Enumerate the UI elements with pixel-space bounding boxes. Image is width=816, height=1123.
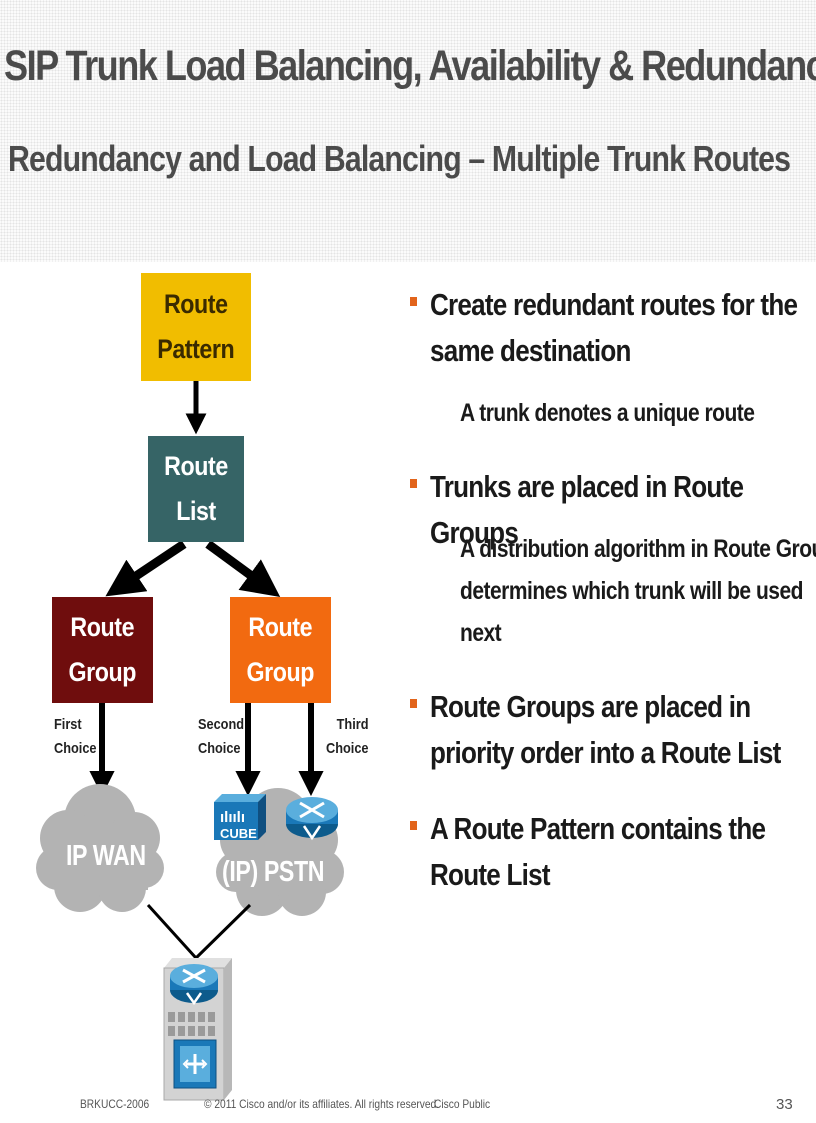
pstn-label: (IP) PSTN [222,856,325,888]
pstn-gateway-router-icon [286,797,338,841]
slide-subtitle: Redundancy and Load Balancing – Multiple… [8,138,791,179]
arrow-list-to-group-2 [205,540,281,597]
route-group-2-line-2: Group [246,657,315,687]
cube-device-icon: ılıılı [214,794,266,840]
cube-label: CUBE [220,826,257,841]
bullet-1-text: Create redundant routes for the same des… [430,287,798,368]
bullet-2: Trunks are placed in Route Groups [408,464,816,556]
sub-bullet-1: A trunk denotes a unique route [408,392,811,434]
first-choice-line-2: Choice [54,740,97,757]
header-background [0,0,816,262]
svg-text:ılıılı: ılıılı [220,809,245,826]
route-pattern-line-1: Route [164,289,228,319]
route-list-line-1: Route [164,451,228,481]
bullet-2-text: Trunks are placed in Route Groups [430,469,744,550]
sub-bullet-2-text: A distribution algorithm in Route Group … [460,535,816,647]
call-manager-server-icon [173,1039,217,1089]
wan-to-site-link [146,903,198,960]
route-group-1-line-1: Route [70,612,135,642]
first-choice-line-1: First [54,716,82,733]
pstn-to-site-link [194,903,252,960]
branch-router-icon [170,964,218,1006]
bullet-3: Route Groups are placed in priority orde… [408,684,816,776]
bullet-4-text: A Route Pattern contains the Route List [430,811,766,892]
third-choice-line-1: Third [336,716,369,733]
route-group-1-line-2: Group [68,657,137,687]
ip-wan-label: IP WAN [66,840,146,872]
bullet-4: A Route Pattern contains the Route List [408,806,816,898]
bullet-marker [410,699,417,708]
footer-copyright: © 2011 Cisco and/or its affiliates. All … [204,1097,440,1111]
ip-wan-cloud [36,784,164,912]
arrow-list-to-group-1 [105,540,187,597]
sub-bullet-2: A distribution algorithm in Route Group … [408,528,816,654]
route-list-line-2: List [176,496,216,526]
route-group-2-line-1: Route [248,612,313,642]
bullet-marker [410,479,417,488]
second-choice-line-2: Choice [198,740,241,757]
route-pattern-line-2: Pattern [157,334,235,364]
bullet-marker [410,297,417,306]
third-choice-line-2: Choice [326,740,369,757]
footer-session-id: BRKUCC-2006 [80,1097,150,1111]
sub-bullet-1-text: A trunk denotes a unique route [460,399,755,427]
footer-classification: Cisco Public [434,1097,491,1111]
slide-title: SIP Trunk Load Balancing, Availability &… [4,42,816,90]
bullet-3-text: Route Groups are placed in priority orde… [430,689,781,770]
page-number: 33 [776,1096,793,1113]
bullet-marker [410,821,417,830]
second-choice-line-1: Second [198,716,245,733]
bullet-1: Create redundant routes for the same des… [408,282,816,374]
